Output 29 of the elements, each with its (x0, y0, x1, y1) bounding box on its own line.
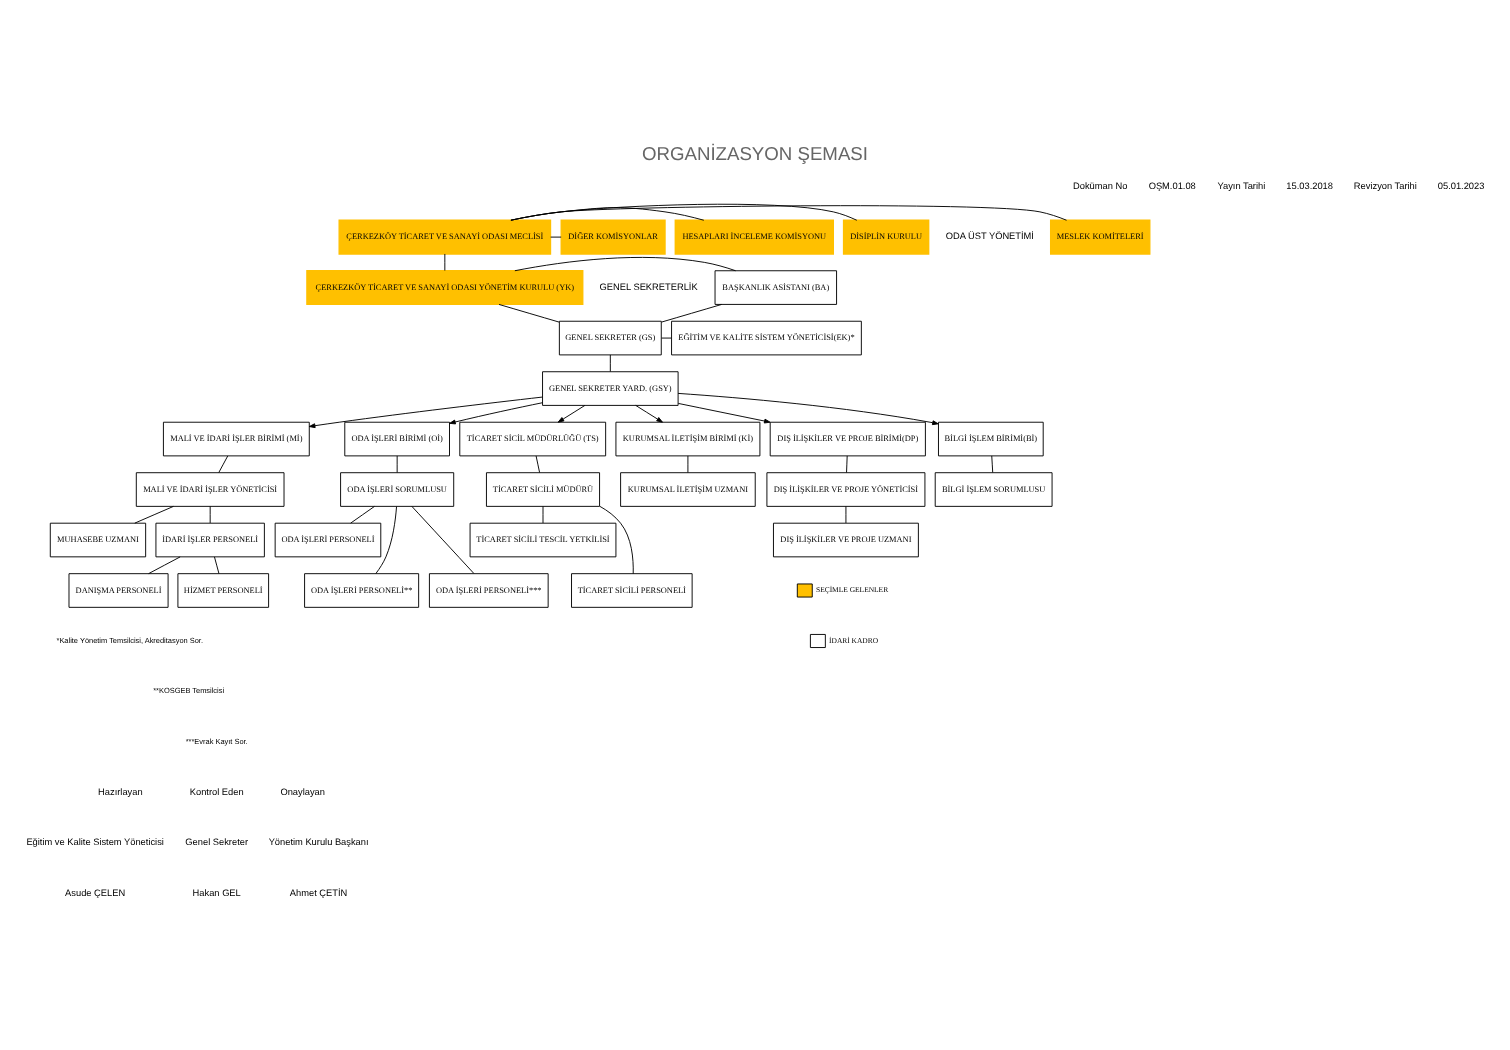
connector (498, 303, 560, 322)
connector (209, 504, 211, 523)
connector (218, 454, 229, 472)
connector (350, 504, 375, 523)
connector (687, 454, 689, 472)
connector (510, 202, 858, 220)
arrow (635, 403, 663, 422)
connector (510, 204, 1067, 220)
connector (134, 504, 174, 523)
connector (609, 353, 611, 371)
connector (148, 555, 181, 574)
arrow (677, 391, 939, 425)
connector (510, 206, 705, 220)
connector (214, 555, 220, 573)
connector (375, 505, 397, 573)
connector (535, 454, 541, 472)
connector (514, 255, 737, 271)
connector (991, 454, 994, 472)
arrow (677, 401, 771, 423)
connector (396, 454, 398, 472)
diagram-title: ORGANİZASYON ŞEMASI (642, 143, 868, 164)
connector (845, 504, 847, 523)
connector (661, 336, 672, 338)
arrow (308, 395, 543, 428)
connector (846, 454, 848, 472)
arrow (449, 401, 543, 424)
connector (542, 504, 544, 523)
connector (661, 303, 723, 322)
arrow (557, 403, 586, 422)
